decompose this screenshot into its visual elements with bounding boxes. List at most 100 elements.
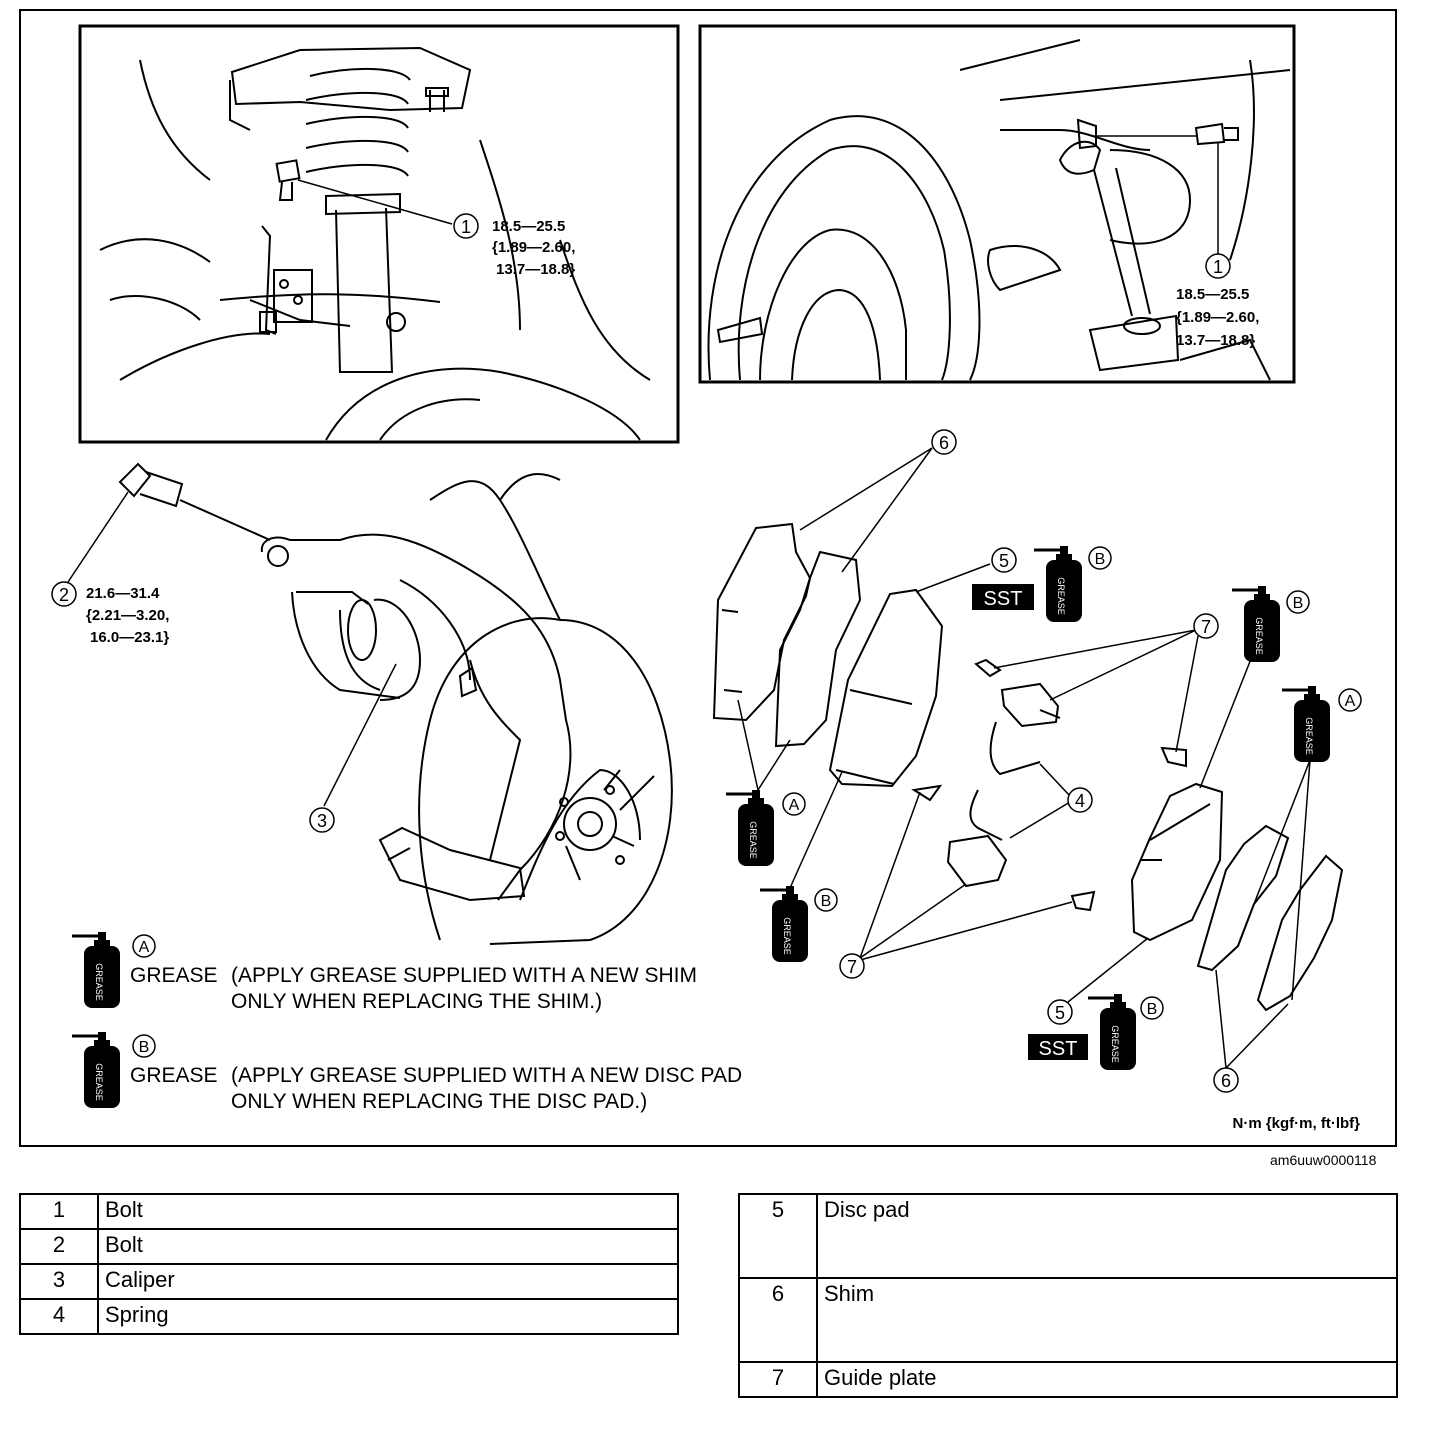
callout-7a: 7 xyxy=(1193,613,1219,639)
table-row: 3 Caliper xyxy=(19,1263,679,1300)
svg-text:(APPLY GREASE SUPPLIED WITH A: (APPLY GREASE SUPPLIED WITH A NEW DISC P… xyxy=(231,1064,742,1087)
svg-text:ONLY WHEN REPLACING THE SHIM.): ONLY WHEN REPLACING THE SHIM.) xyxy=(231,990,602,1013)
callout-6a-label: 6 xyxy=(939,433,949,453)
part-name: Disc pad xyxy=(816,1193,1398,1279)
part-name: Shim xyxy=(816,1277,1398,1363)
disc-pad-outboard xyxy=(1130,782,1224,942)
unit-label: N·m {kgf·m, ft·lbf} xyxy=(1233,1115,1361,1132)
figure-frame xyxy=(19,9,1397,1147)
callout-6a: 6 xyxy=(931,429,957,455)
svg-text:GREASE: GREASE xyxy=(1056,577,1066,615)
svg-text:GREASE: GREASE xyxy=(94,963,104,1001)
table-row: 7 Guide plate xyxy=(738,1361,1398,1398)
callout-4: 4 xyxy=(1067,787,1093,813)
callout-5a: 5 xyxy=(991,547,1017,573)
exploded-brake-diagram: 1 1 2 3 4 5 5 6 6 7 7 18.5—25.5 xyxy=(19,9,1397,1147)
svg-text:A: A xyxy=(789,797,800,814)
svg-text:GREASE: GREASE xyxy=(1110,1025,1120,1063)
svg-text:18.5—25.5: 18.5—25.5 xyxy=(1176,286,1249,303)
grease-can-icon: GREASE xyxy=(72,1030,122,1110)
svg-text:A: A xyxy=(139,939,150,956)
grease-b-marker: B xyxy=(1286,590,1310,614)
part-number: 7 xyxy=(738,1361,818,1398)
part-number: 3 xyxy=(19,1263,99,1300)
callout-6b: 6 xyxy=(1213,1067,1239,1093)
svg-text:SST: SST xyxy=(984,588,1023,610)
leader-lines xyxy=(67,447,1311,1069)
part-number: 6 xyxy=(738,1277,818,1363)
svg-text:16.0—23.1}: 16.0—23.1} xyxy=(90,629,169,646)
svg-text:B: B xyxy=(821,893,832,910)
callout-4-label: 4 xyxy=(1075,791,1085,811)
sst-badge-bottom: SST xyxy=(1028,1034,1088,1060)
svg-text:18.5—25.5: 18.5—25.5 xyxy=(492,218,565,235)
table-row: 4 Spring xyxy=(19,1298,679,1335)
callout-6b-label: 6 xyxy=(1221,1071,1231,1091)
parts-table-right: 5 Disc pad 6 Shim 7 Guide plate xyxy=(738,1193,1398,1398)
svg-text:B: B xyxy=(1147,1001,1158,1018)
svg-text:B: B xyxy=(1095,551,1106,568)
part-name: Bolt xyxy=(97,1193,679,1230)
grease-can-icon: GREASE xyxy=(1034,544,1084,624)
svg-text:GREASE: GREASE xyxy=(130,1064,218,1087)
callout-2-label: 2 xyxy=(59,585,69,605)
table-row: 5 Disc pad xyxy=(738,1193,1398,1279)
part-name: Guide plate xyxy=(816,1361,1398,1398)
svg-text:13.7—18.8}: 13.7—18.8} xyxy=(496,261,575,278)
svg-text:GREASE: GREASE xyxy=(130,964,218,987)
callout-5b: 5 xyxy=(1047,999,1073,1025)
legend-grease-b: GREASE B GREASE (APPLY GREASE SUPPLIED W… xyxy=(72,1030,742,1113)
callout-7a-label: 7 xyxy=(1201,617,1211,637)
grease-a-marker: A xyxy=(1338,688,1362,712)
svg-text:GREASE: GREASE xyxy=(94,1063,104,1101)
svg-text:GREASE: GREASE xyxy=(748,821,758,859)
shim-outboard xyxy=(1196,824,1344,1012)
guide-plates-springs xyxy=(911,658,1187,912)
svg-text:SST: SST xyxy=(1039,1038,1078,1060)
grease-can-icon: GREASE xyxy=(1232,584,1282,664)
part-number: 2 xyxy=(19,1228,99,1265)
part-number: 4 xyxy=(19,1298,99,1335)
inset-strut-view xyxy=(78,24,680,444)
svg-text:21.6—31.4: 21.6—31.4 xyxy=(86,585,160,602)
grease-b-marker: B xyxy=(1140,996,1164,1020)
part-name: Spring xyxy=(97,1298,679,1335)
callout-1b-label: 1 xyxy=(1213,257,1223,277)
svg-text:GREASE: GREASE xyxy=(1254,617,1264,655)
table-row: 2 Bolt xyxy=(19,1228,679,1265)
part-name: Caliper xyxy=(97,1263,679,1300)
parts-table-left: 1 Bolt 2 Bolt 3 Caliper 4 Spring xyxy=(19,1193,679,1335)
callout-7b: 7 xyxy=(839,953,865,979)
part-number: 1 xyxy=(19,1193,99,1230)
disc-pad-inboard xyxy=(828,588,944,788)
sst-badge-top: SST xyxy=(972,584,1034,610)
part-name: Bolt xyxy=(97,1228,679,1265)
callout-1a-label: 1 xyxy=(461,217,471,237)
svg-text:GREASE: GREASE xyxy=(782,917,792,955)
part-number: 5 xyxy=(738,1193,818,1279)
grease-can-icon: GREASE xyxy=(1088,992,1138,1072)
callout-3: 3 xyxy=(309,807,335,833)
callout-2: 2 xyxy=(51,581,77,607)
svg-text:{1.89—2.60,: {1.89—2.60, xyxy=(492,239,575,256)
shim-inboard xyxy=(712,522,862,748)
caliper-assembly-illustration xyxy=(118,462,673,945)
grease-can-icon: GREASE xyxy=(1282,684,1332,764)
torque-spec-bolt1-left: 18.5—25.5 {1.89—2.60, 13.7—18.8} xyxy=(492,218,575,278)
torque-spec-bolt1-right: 18.5—25.5 {1.89—2.60, 13.7—18.8} xyxy=(1176,286,1259,349)
svg-text:ONLY WHEN REPLACING THE DISC P: ONLY WHEN REPLACING THE DISC PAD.) xyxy=(231,1090,647,1113)
svg-text:{2.21—3.20,: {2.21—3.20, xyxy=(86,607,169,624)
grease-can-icon: GREASE xyxy=(760,884,810,964)
callout-5a-label: 5 xyxy=(999,551,1009,571)
grease-b-marker: B xyxy=(1088,546,1112,570)
callout-3-label: 3 xyxy=(317,811,327,831)
callout-7b-label: 7 xyxy=(847,957,857,977)
callout-1a: 1 xyxy=(453,213,479,239)
callout-1b: 1 xyxy=(1205,253,1231,279)
table-row: 1 Bolt xyxy=(19,1193,679,1230)
torque-spec-bolt2: 21.6—31.4 {2.21—3.20, 16.0—23.1} xyxy=(86,585,169,646)
grease-can-icon: GREASE xyxy=(72,930,122,1010)
grease-b-marker: B xyxy=(814,888,838,912)
inset-rotor-view xyxy=(698,24,1296,384)
svg-text:B: B xyxy=(139,1039,150,1056)
